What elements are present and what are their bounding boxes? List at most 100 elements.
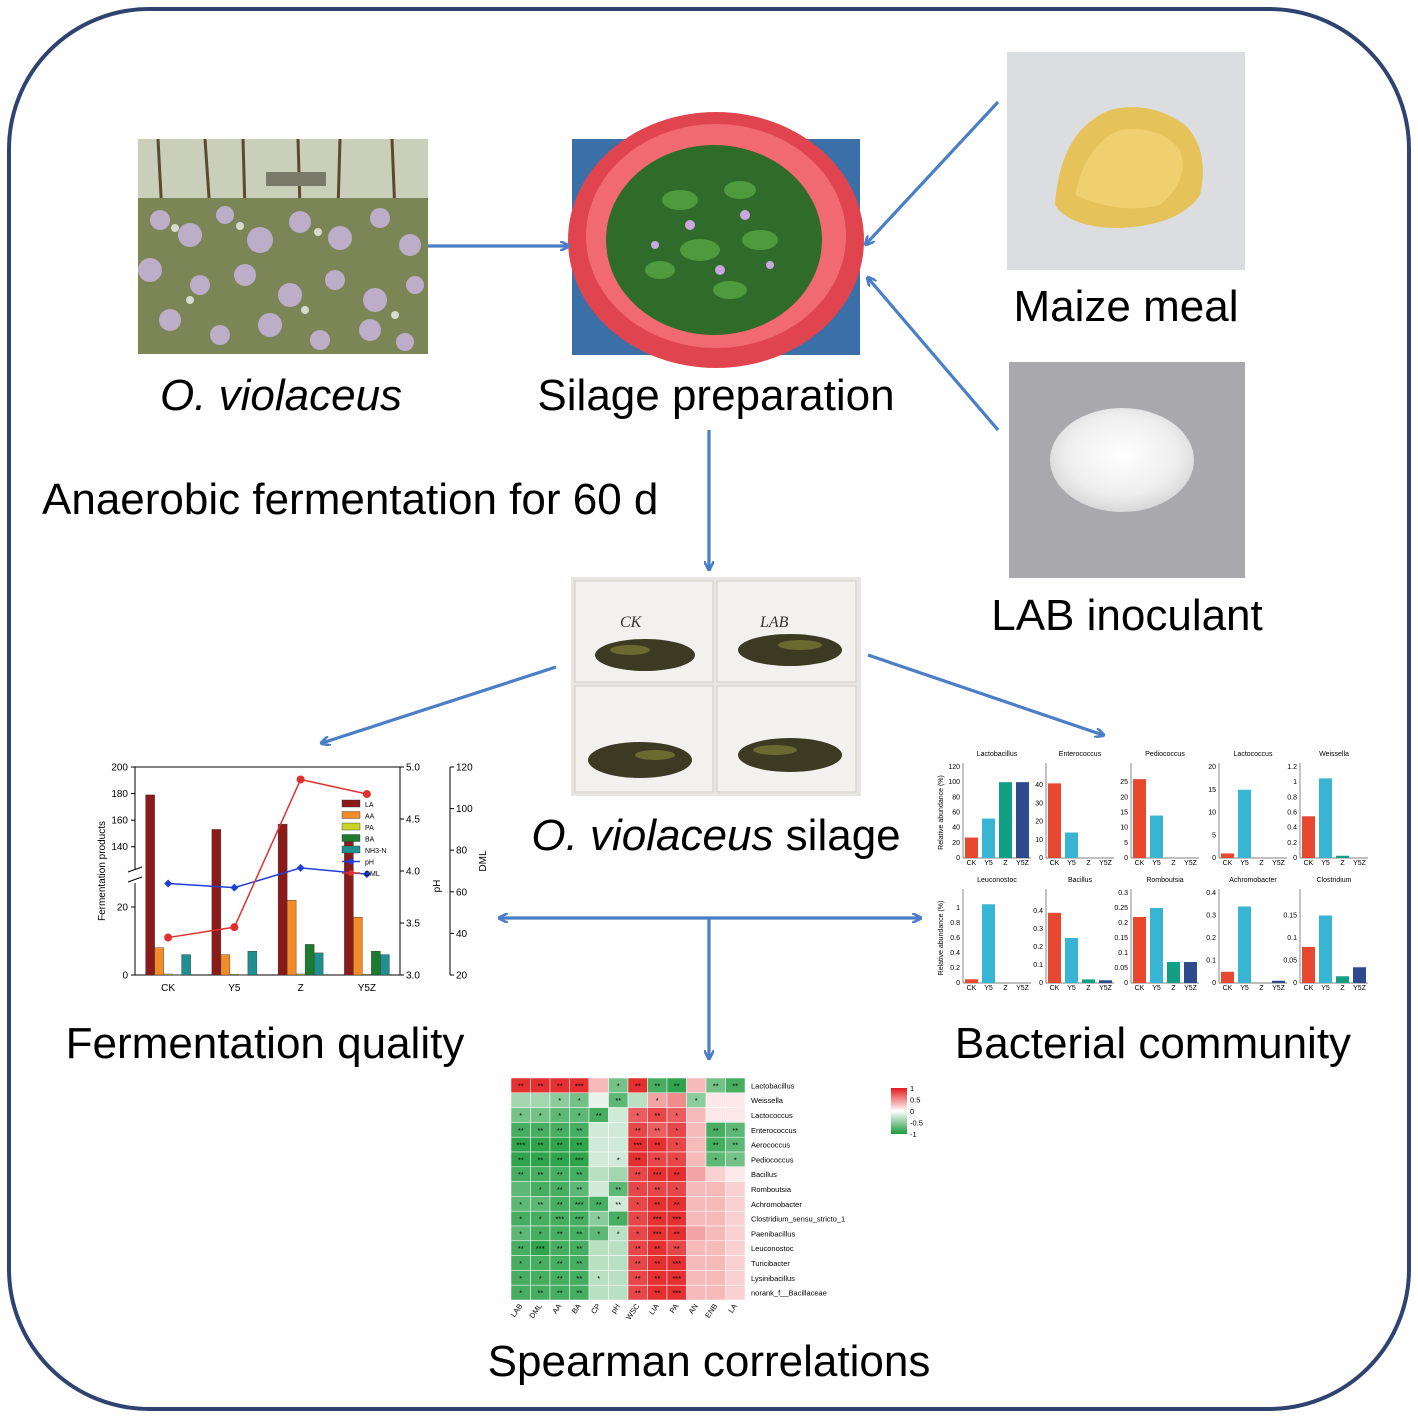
heatmap-star: * — [675, 1155, 678, 1164]
panel-x-label: CK — [1304, 985, 1314, 992]
heatmap-cell — [686, 1107, 707, 1123]
x-tick-label: Z — [298, 983, 304, 994]
bar-LA — [277, 823, 288, 976]
bar-BA — [238, 974, 249, 976]
y-tick-label: 140 — [111, 842, 128, 853]
bar-Y5 — [1065, 938, 1078, 983]
dml-tick-label: 40 — [456, 929, 468, 940]
panel-x-label: Y5Z — [1099, 985, 1113, 992]
panel-x-label: Y5 — [984, 860, 993, 867]
bar-AA — [154, 947, 164, 976]
heatmap-star: * — [539, 1259, 542, 1268]
panel-tick-label: 0.3 — [1118, 890, 1128, 897]
panel-tick-label: 0.4 — [950, 950, 960, 957]
panel-x-label: CK — [1223, 985, 1233, 992]
bar-Y5 — [1238, 906, 1251, 983]
panel-title: Pediococcus — [1145, 751, 1185, 758]
heatmap-cell — [608, 1136, 629, 1153]
heatmap-cell — [705, 1210, 726, 1227]
panel-tick-label: 20 — [1208, 764, 1216, 771]
caption-lab-inoculant: LAB inoculant — [991, 591, 1263, 640]
bar-Y5 — [1150, 815, 1163, 858]
panel-tick-label: 0.15 — [1283, 913, 1297, 920]
heatmap-star: ** — [674, 1081, 680, 1090]
heatmap-cell — [588, 1151, 609, 1168]
point-pH — [362, 870, 371, 879]
heatmap-cell — [588, 1077, 609, 1094]
bar-CK — [965, 979, 978, 983]
panel-x-label: Z — [1086, 860, 1091, 867]
bar-LA — [211, 829, 222, 976]
heatmap-star: ** — [713, 1141, 719, 1150]
bar-BA — [371, 951, 381, 976]
heatmap-star: ** — [557, 1081, 563, 1090]
dml-tick-label: 20 — [456, 971, 468, 982]
panel-tick-label: 20 — [1120, 794, 1128, 801]
legend-label-NH3-N: NH3-N — [365, 848, 386, 855]
bar-Y5Z — [1099, 980, 1112, 983]
panel-x-label: Z — [1003, 985, 1008, 992]
heatmap-star: ** — [557, 1185, 563, 1194]
panel-x-label: Y5Z — [1272, 860, 1286, 867]
bar-PA — [362, 974, 372, 976]
panel-tick-label: 0.05 — [1114, 965, 1128, 972]
heatmap-star: ** — [557, 1141, 563, 1150]
panel-x-label: Y5 — [1321, 860, 1330, 867]
legend-label-PA: PA — [365, 825, 374, 832]
spearman-heatmap: ********************Lactobacillus******W… — [509, 1077, 923, 1321]
heatmap-cell — [686, 1225, 707, 1242]
panel-x-label: CK — [967, 985, 977, 992]
heatmap-row-label: Turicibacter — [751, 1259, 790, 1268]
panel-x-label: Z — [1171, 985, 1176, 992]
heatmap-star: ** — [654, 1141, 660, 1150]
panel-title: Enterococcus — [1059, 751, 1102, 758]
y-axis-title: Fermentation products — [97, 821, 108, 921]
legend-swatch-LA — [341, 799, 361, 808]
heatmap-star: * — [636, 1229, 639, 1238]
heatmap-star: * — [656, 1096, 659, 1105]
heatmap-star: ** — [635, 1170, 641, 1179]
panel-tick-label: 100 — [948, 779, 960, 786]
heatmap-star: ** — [557, 1200, 563, 1209]
dml-tick-label: 60 — [456, 887, 468, 898]
heatmap-cell — [510, 1092, 531, 1108]
heatmap-star: ** — [654, 1259, 660, 1268]
silage-preparation-photo — [568, 112, 864, 368]
legend-label-AA: AA — [365, 814, 375, 821]
heatmap-star: ** — [576, 1170, 582, 1179]
x-tick-label: Y5 — [228, 983, 241, 994]
heatmap-cell — [725, 1255, 746, 1271]
caption-silage: O. violaceus silage — [531, 811, 900, 860]
heatmap-star: ** — [654, 1185, 660, 1194]
panel-x-label: Y5Z — [1016, 985, 1030, 992]
heatmap-cell — [608, 1107, 629, 1123]
heatmap-star: * — [578, 1111, 581, 1120]
heatmap-star: ** — [732, 1081, 738, 1090]
panel-tick-label: 0.2 — [1033, 944, 1043, 951]
heatmap-star: ** — [635, 1289, 641, 1298]
panel-tick-label: 80 — [952, 794, 960, 801]
panel-y-title: Relative abundance (%) — [938, 775, 945, 850]
bar-CK — [1221, 853, 1234, 858]
heatmap-star: * — [675, 1111, 678, 1120]
heatmap-star: ** — [674, 1244, 680, 1253]
heatmap-star: ** — [537, 1155, 543, 1164]
heatmap-legend-bar — [891, 1088, 907, 1134]
heatmap-star: ** — [557, 1274, 563, 1283]
panel-tick-label: 40 — [952, 825, 960, 832]
heatmap-cell — [588, 1240, 609, 1256]
panel-tick-label: 0.8 — [1287, 794, 1297, 801]
heatmap-cell — [705, 1166, 726, 1182]
x-tick-label: CK — [161, 983, 175, 994]
bar-CK — [1048, 783, 1061, 858]
heatmap-star: ** — [654, 1274, 660, 1283]
bar-Z — [1336, 976, 1349, 983]
panel-tick-label: 10 — [1120, 825, 1128, 832]
heatmap-row-label: Achromobacter — [751, 1200, 802, 1209]
dml-tick-label: 80 — [456, 846, 468, 857]
